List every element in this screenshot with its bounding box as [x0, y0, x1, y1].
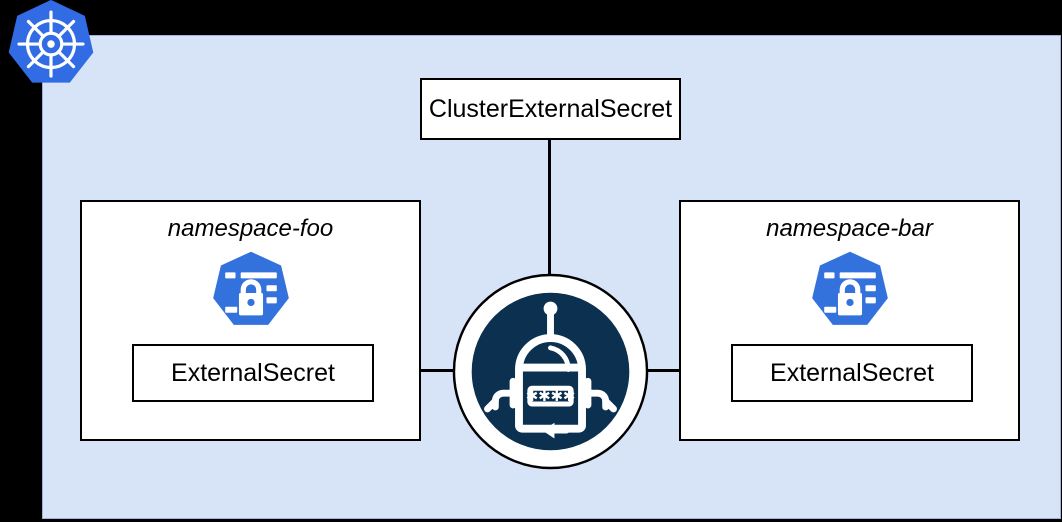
kubernetes-secret-icon — [208, 250, 294, 336]
external-secret-label-bar: ExternalSecret — [770, 358, 934, 387]
kubernetes-logo-icon — [4, 0, 98, 92]
cluster-external-secret-label: ClusterExternalSecret — [428, 94, 673, 123]
namespace-foo-container[interactable]: namespace-foo ExternalSecret — [80, 200, 421, 441]
external-secret-label-foo: ExternalSecret — [171, 358, 335, 387]
external-secret-node-foo[interactable]: ExternalSecret — [132, 344, 374, 402]
namespace-foo-title: namespace-foo — [167, 215, 334, 242]
edge-cluster-external-secret-to-operator — [548, 140, 551, 275]
password-mask-text: ✱✱✱✱ — [526, 389, 576, 405]
kubernetes-secret-icon — [807, 250, 893, 336]
namespace-bar-title: namespace-bar — [766, 215, 933, 242]
cluster-external-secret-node[interactable]: ClusterExternalSecret — [420, 78, 681, 140]
namespace-bar-container[interactable]: namespace-bar ExternalSecret — [679, 200, 1020, 441]
external-secret-node-bar[interactable]: ExternalSecret — [731, 344, 973, 402]
eso-robot-lock-icon[interactable]: ✱✱✱✱ — [452, 273, 649, 470]
